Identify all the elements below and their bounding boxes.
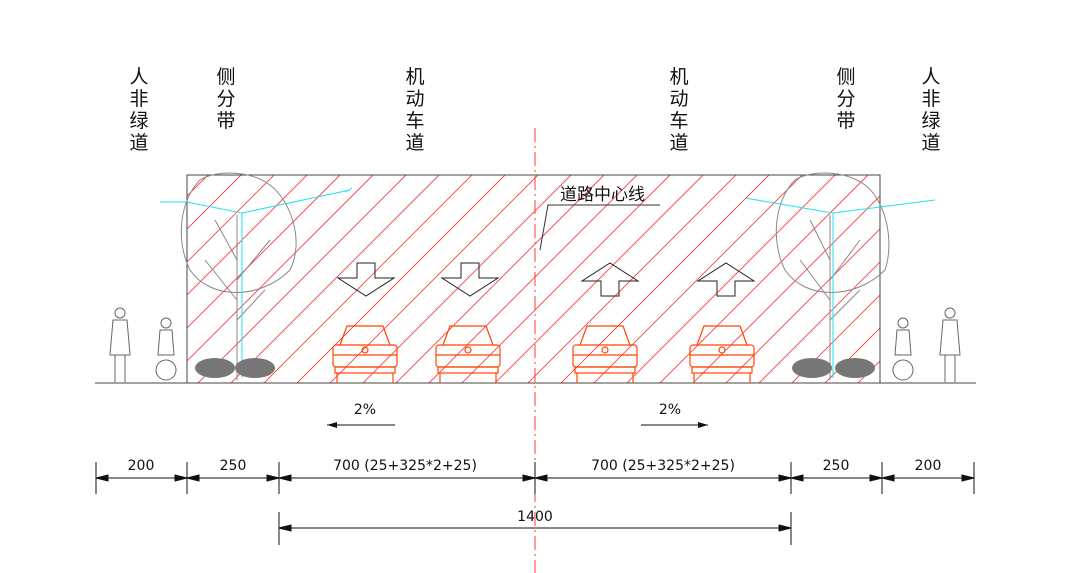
arrowhead	[778, 474, 792, 482]
dim-left-carriageway: 700 (25+325*2+25)	[333, 458, 477, 474]
arrowhead	[522, 474, 536, 482]
right-cyclist	[892, 317, 914, 381]
hatch-line	[329, 175, 539, 383]
hatch-line	[187, 175, 341, 329]
arrowhead	[186, 474, 200, 482]
car	[332, 325, 398, 383]
slope-left: 2%	[353, 402, 377, 418]
hatch-line	[362, 175, 572, 383]
left-shrubs	[195, 358, 275, 378]
dim-total-carriageway: 1400	[517, 509, 553, 525]
hatch-line	[197, 175, 407, 383]
arrowhead	[266, 474, 280, 482]
hatch-line	[187, 175, 275, 263]
arrowhead	[790, 474, 804, 482]
label-left-lanes: 机动车道	[405, 66, 425, 154]
arrowhead	[95, 474, 109, 482]
lane-arrow-up-icon	[696, 262, 756, 297]
hatch-line	[891, 175, 1080, 383]
car	[435, 325, 501, 383]
dim-left-sidewalk: 200	[127, 458, 155, 474]
car	[572, 325, 638, 383]
hatch-line	[593, 175, 803, 383]
hatch-line	[187, 175, 209, 197]
arrowhead	[278, 524, 292, 532]
hatch-line	[296, 175, 506, 383]
label-right-lanes: 机动车道	[669, 66, 689, 154]
centerline-leader	[539, 204, 660, 251]
slope-right: 2%	[658, 402, 682, 418]
label-centerline: 道路中心线	[560, 185, 645, 205]
arrowhead	[174, 474, 188, 482]
arrowhead	[778, 524, 792, 532]
arrowhead	[869, 474, 883, 482]
hatch-line	[494, 175, 704, 383]
hatch-line	[230, 175, 440, 383]
lane-arrow-down-icon	[336, 262, 396, 297]
hatch-line	[659, 175, 869, 383]
hatch-line	[187, 175, 308, 296]
right-shrubs	[792, 358, 875, 378]
hatch-line	[263, 175, 473, 383]
label-left-divider: 侧分带	[216, 66, 236, 132]
hatch-pattern	[0, 175, 1080, 383]
hatch-line	[758, 261, 880, 383]
hatch-line	[187, 175, 374, 362]
lane-arrow-up-icon	[580, 262, 640, 297]
left-tree	[180, 172, 297, 380]
arrowhead	[881, 474, 895, 482]
hatch-line	[560, 175, 770, 383]
hatch-line	[527, 175, 737, 383]
hatch-line	[428, 175, 638, 383]
hatch-line	[0, 175, 175, 383]
hatch-line	[692, 195, 880, 383]
lane-arrow-down-icon	[440, 262, 500, 297]
arrowhead	[278, 474, 292, 482]
dim-left-divider: 250	[219, 458, 247, 474]
right-street-lamp	[744, 197, 936, 378]
left-street-lamp	[160, 187, 353, 378]
hatch-line	[395, 175, 605, 383]
dim-right-carriageway: 700 (25+325*2+25)	[591, 458, 735, 474]
hatch-line	[187, 175, 242, 230]
right-pedestrian	[939, 307, 961, 382]
left-cyclist	[155, 317, 177, 381]
label-left-sidewalk: 人非绿道	[129, 66, 149, 154]
left-pedestrian	[109, 307, 131, 382]
label-right-divider: 侧分带	[836, 66, 856, 132]
hatch-line	[626, 175, 836, 383]
label-right-sidewalk: 人非绿道	[921, 66, 941, 154]
car	[689, 325, 755, 383]
arrowhead	[534, 474, 548, 482]
dim-right-sidewalk: 200	[914, 458, 942, 474]
right-tree	[775, 172, 890, 380]
hatch-line	[461, 175, 671, 383]
hatch-line	[791, 294, 880, 383]
dim-right-divider: 250	[822, 458, 850, 474]
hatch-line	[824, 327, 880, 383]
arrowhead	[961, 474, 975, 482]
